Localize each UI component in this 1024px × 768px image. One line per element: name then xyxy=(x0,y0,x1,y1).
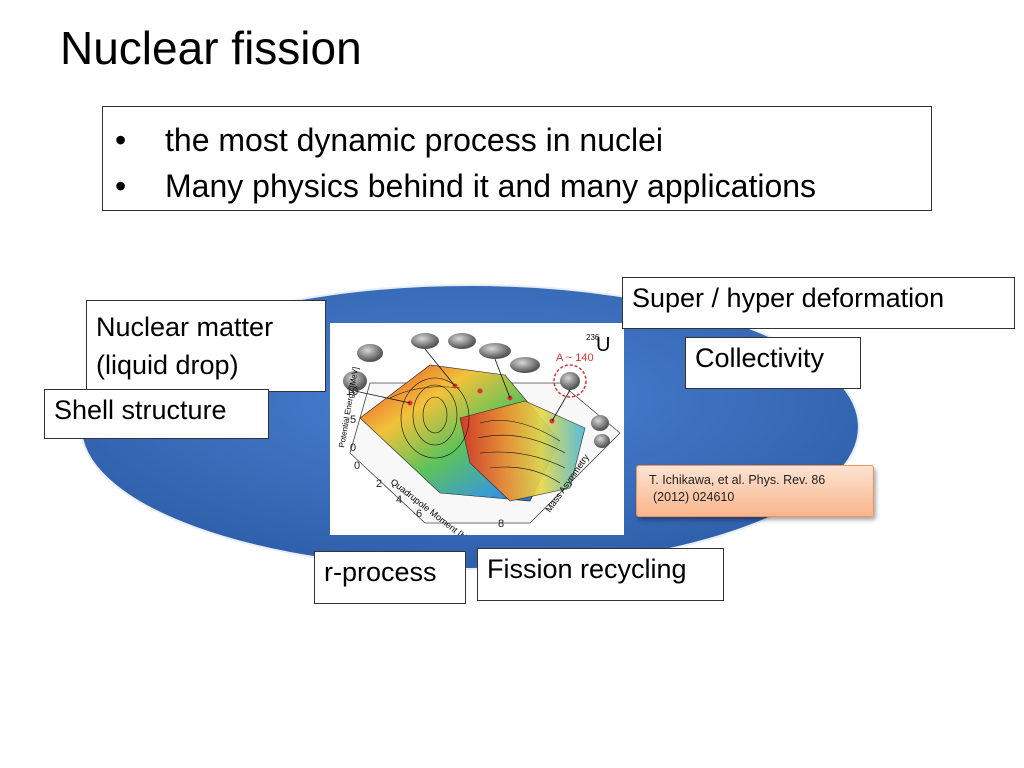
tick-z-10: 10 xyxy=(346,386,358,398)
label-shell-structure: Shell structure xyxy=(44,389,269,439)
tick-x-4: 4 xyxy=(396,494,402,506)
a140-highlight-circle xyxy=(553,364,587,398)
slide-title: Nuclear fission xyxy=(60,22,362,74)
tick-x-8: 8 xyxy=(498,518,504,530)
tick-x-6: 6 xyxy=(416,508,422,520)
surface-plot: A ~ 140 236 U 0 2 4 6 8 0 5 10 Potential… xyxy=(337,333,621,543)
surface-ridge xyxy=(459,400,586,502)
label-nuclear-matter-line1: Nuclear matter xyxy=(96,312,274,342)
label-r-process: r-process xyxy=(314,551,466,604)
tick-z-0: 0 xyxy=(350,442,356,454)
citation-box: T. Ichikawa, et al. Phys. Rev. 86 (2012)… xyxy=(636,465,874,517)
bullet-text: the most dynamic process in nuclei xyxy=(165,122,663,158)
label-nuclear-matter-line2: (liquid drop) xyxy=(96,350,239,380)
leader-lines xyxy=(354,348,571,422)
label-fission-recycling: Fission recycling xyxy=(477,548,724,601)
tick-z-5: 5 xyxy=(350,414,356,426)
label-nuclear-matter: Nuclear matter (liquid drop) xyxy=(86,300,326,392)
citation-line1: T. Ichikawa, et al. Phys. Rev. 86 xyxy=(649,473,826,487)
nuclear-shape-icons xyxy=(343,333,610,448)
bullet-item: • Many physics behind it and many applic… xyxy=(103,163,931,209)
bullet-dot: • xyxy=(115,122,127,158)
nucleus-label: U xyxy=(596,334,610,356)
bullet-box: • the most dynamic process in nuclei • M… xyxy=(102,106,932,211)
label-collectivity: Collectivity xyxy=(685,337,861,389)
tick-x-0: 0 xyxy=(354,460,360,472)
contour-lines xyxy=(389,377,566,484)
label-super-hyper-deformation: Super / hyper deformation xyxy=(622,277,1015,329)
bullet-item: • the most dynamic process in nuclei xyxy=(103,117,931,163)
bullet-list: • the most dynamic process in nuclei • M… xyxy=(103,107,931,209)
potential-energy-surface-figure: A ~ 140 236 U 0 2 4 6 8 0 5 10 Potential… xyxy=(330,323,624,543)
a140-annotation: A ~ 140 xyxy=(556,352,594,364)
mass-number: 236 xyxy=(586,333,600,342)
tick-x-2: 2 xyxy=(376,478,382,490)
bullet-text: Many physics behind it and many applicat… xyxy=(165,168,817,204)
bullet-dot: • xyxy=(115,168,127,204)
citation-line2: (2012) 024610 xyxy=(653,490,735,504)
